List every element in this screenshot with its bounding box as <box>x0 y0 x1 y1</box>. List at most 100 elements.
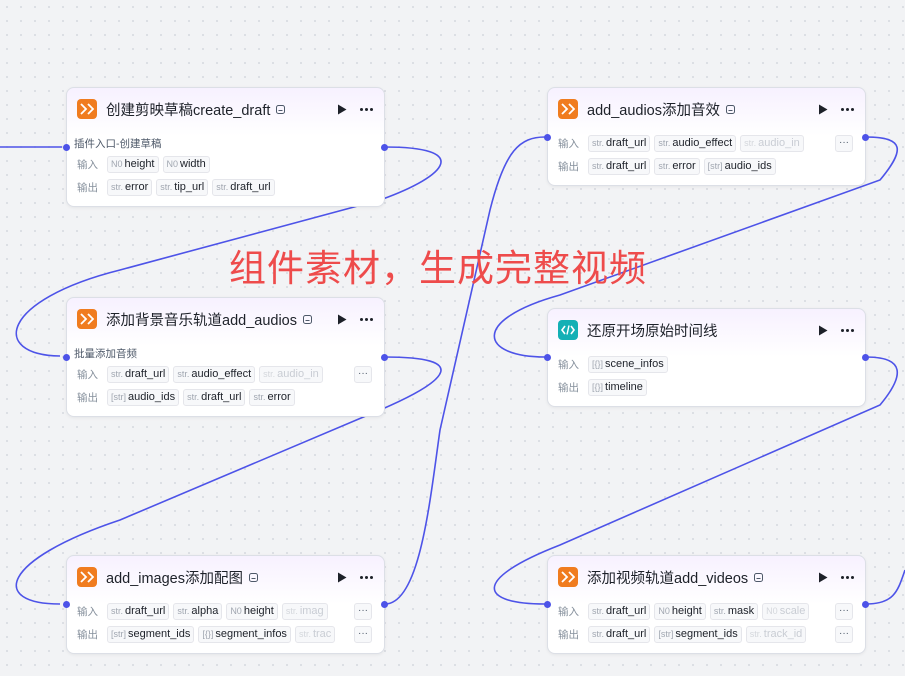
output-row: 输出 str.draft_url str.error [str]audio_id… <box>558 157 853 175</box>
plugin-badge-icon <box>302 314 313 325</box>
param-tag: str.draft_url <box>212 178 275 196</box>
param-tag: [str]audio_ids <box>107 388 180 406</box>
input-row: 输入 [{}]scene_infos <box>558 355 853 373</box>
output-port[interactable] <box>381 354 388 361</box>
param-tag: str.audio_effect <box>173 365 256 383</box>
output-row: 输出 [str]segment_ids [{}]segment_infos st… <box>77 625 372 643</box>
plugin-badge-icon <box>725 104 736 115</box>
input-port[interactable] <box>63 354 70 361</box>
node-description: 插件入口-创建草稿 <box>74 138 162 150</box>
more-options-icon[interactable] <box>358 313 374 325</box>
node-title: add_images添加配图 <box>106 570 243 587</box>
param-tag: str.tip_url <box>156 178 209 196</box>
param-tag: str.draft_url <box>107 602 170 620</box>
plugin-badge-icon <box>275 104 286 115</box>
output-port[interactable] <box>862 134 869 141</box>
input-row: 输入 str.draft_url str.audio_effect str.au… <box>77 365 372 383</box>
input-port[interactable] <box>544 134 551 141</box>
output-row: 输出 str.draft_url [str]segment_ids str.tr… <box>558 625 853 643</box>
param-tag: str.error <box>107 178 153 196</box>
run-icon[interactable] <box>336 571 348 583</box>
node-add-images[interactable]: add_images添加配图 输入 str.draft_url str.alph… <box>63 555 388 654</box>
run-icon[interactable] <box>817 324 829 336</box>
code-icon <box>558 320 578 340</box>
node-description: 批量添加音频 <box>74 348 137 360</box>
more-params-button[interactable]: ··· <box>354 625 372 643</box>
run-icon[interactable] <box>336 313 348 325</box>
param-tag: str.audio_effect <box>654 134 737 152</box>
param-tag: str.draft_url <box>183 388 246 406</box>
input-port[interactable] <box>63 601 70 608</box>
param-tag: [{}]scene_infos <box>588 355 668 373</box>
output-row: 输出 [{}]timeline <box>558 378 853 396</box>
overlay-caption: 组件素材，生成完整视频 <box>229 247 647 290</box>
param-tag: str.error <box>654 157 700 175</box>
more-params-button[interactable]: ··· <box>835 625 853 643</box>
plugin-badge-icon <box>753 572 764 583</box>
param-tag: str.audio_in <box>740 134 804 152</box>
param-tag: [{}]segment_infos <box>198 625 291 643</box>
param-tag: [str]segment_ids <box>107 625 195 643</box>
output-port[interactable] <box>381 601 388 608</box>
param-tag: str.error <box>249 388 295 406</box>
input-port[interactable] <box>544 601 551 608</box>
param-tag: str.draft_url <box>588 157 651 175</box>
output-port[interactable] <box>862 354 869 361</box>
node-title: 添加视频轨道add_videos <box>587 570 749 587</box>
output-row: 输出 str.error str.tip_url str.draft_url <box>77 178 372 196</box>
input-row: 输入 str.draft_url str.audio_effect str.au… <box>558 134 853 152</box>
node-restore-timeline[interactable]: 还原开场原始时间线 输入 [{}]scene_infos 输出 [{}]time… <box>544 308 869 407</box>
node-title: add_audios添加音效 <box>587 102 720 119</box>
node-add-background-audios[interactable]: 添加背景音乐轨道add_audios 批量添加音频 输入 str.draft_u… <box>63 297 388 417</box>
edge-add-videos-out <box>865 569 905 605</box>
more-options-icon[interactable] <box>839 571 855 583</box>
node-title: 添加背景音乐轨道add_audios <box>106 312 297 329</box>
input-port[interactable] <box>63 144 70 151</box>
node-add-audio-effects[interactable]: add_audios添加音效 输入 str.draft_url str.audi… <box>544 87 869 186</box>
param-tag: [str]segment_ids <box>654 625 742 643</box>
more-options-icon[interactable] <box>839 103 855 115</box>
plugin-icon <box>77 99 97 119</box>
run-icon[interactable] <box>817 103 829 115</box>
param-tag: str.alpha <box>173 602 223 620</box>
plugin-icon <box>558 99 578 119</box>
input-label: 输入 <box>558 358 579 371</box>
plugin-icon <box>558 567 578 587</box>
param-tag: [str]audio_ids <box>703 157 776 175</box>
run-icon[interactable] <box>336 103 348 115</box>
param-tag: str.imag <box>281 602 328 620</box>
plugin-icon <box>77 309 97 329</box>
param-tag: str.draft_url <box>588 602 651 620</box>
param-tag: [{}]timeline <box>588 378 647 396</box>
output-label: 输出 <box>558 628 579 641</box>
input-label: 输入 <box>77 605 98 618</box>
output-label: 输出 <box>558 160 579 173</box>
output-label: 输出 <box>77 181 98 194</box>
more-params-button[interactable]: ··· <box>354 602 372 620</box>
output-port[interactable] <box>381 144 388 151</box>
node-title: 创建剪映草稿create_draft <box>106 102 271 119</box>
input-label: 输入 <box>558 137 579 150</box>
param-tag: str.audio_in <box>259 365 323 383</box>
more-options-icon[interactable] <box>358 103 374 115</box>
input-port[interactable] <box>544 354 551 361</box>
more-params-button[interactable]: ··· <box>835 602 853 620</box>
param-tag: str.track_id <box>745 625 807 643</box>
param-tag: str.draft_url <box>107 365 170 383</box>
output-label: 输出 <box>558 381 579 394</box>
more-options-icon[interactable] <box>839 324 855 336</box>
output-port[interactable] <box>862 601 869 608</box>
more-params-button[interactable]: ··· <box>835 134 853 152</box>
edge-add-images-to-add-audios-fx <box>384 136 546 605</box>
input-label: 输入 <box>558 605 579 618</box>
more-params-button[interactable]: ··· <box>354 365 372 383</box>
param-tag: str.mask <box>709 602 759 620</box>
run-icon[interactable] <box>817 571 829 583</box>
more-options-icon[interactable] <box>358 571 374 583</box>
